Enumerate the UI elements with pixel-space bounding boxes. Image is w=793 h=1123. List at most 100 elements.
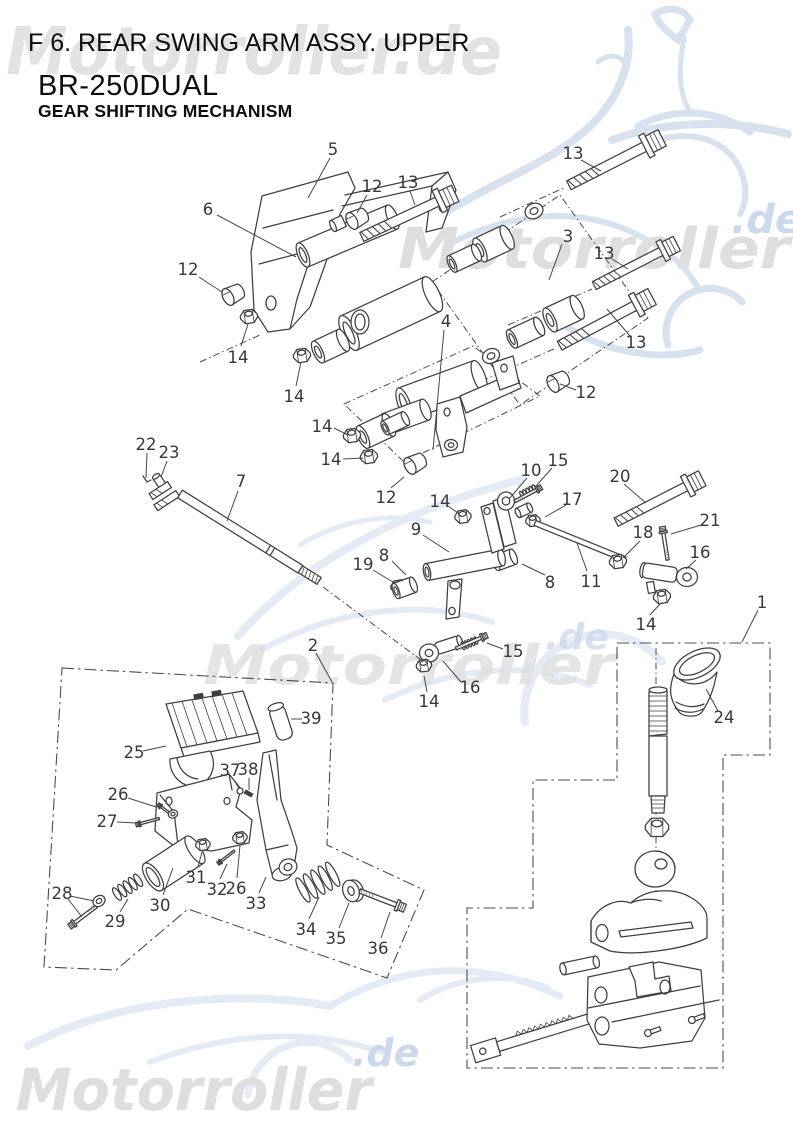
leader-line [508,477,528,500]
rubber-bushing [539,292,588,335]
leader-line [116,821,137,824]
leader-line [162,867,174,896]
bolt-28 [66,902,100,931]
leader-line [308,896,320,920]
part-callout-22: 22 [136,435,157,454]
leader-line [535,467,553,487]
dashed-box-2 [43,667,425,979]
part-callout-14: 14 [636,615,657,634]
part-callout-14: 14 [228,348,249,367]
part-callout-35: 35 [326,929,347,948]
leader-line [432,329,445,451]
part-callout-21: 21 [700,511,721,530]
part-callout-15: 15 [503,642,524,661]
header: F 6. REAR SWING ARM ASSY. UPPER BR-250DU… [28,29,469,121]
leader-line [258,876,267,894]
bolt-21 [658,525,672,561]
leader-line [160,460,168,478]
leader-line [622,540,641,559]
bushing-8 [389,575,420,601]
leader-line [198,276,223,293]
leader-line [685,559,697,570]
leader-line [409,190,416,206]
watermark-text-top: Motorroller.de [6,13,502,90]
watermark-text-bottom: Motorroller [16,1056,375,1123]
leader-line [342,457,364,460]
part-callout-10: 10 [521,461,542,480]
leader-line [606,308,631,337]
leader-line [486,642,504,650]
leader-line [356,194,368,214]
watermark-tld-bottom: .de [352,1031,419,1075]
part-callout-15: 15 [548,451,569,470]
nut-14 [453,508,473,525]
leader-line [521,563,546,576]
gear-lever-assembly [471,641,726,1062]
cap-12 [218,280,248,308]
leader-line [442,660,462,683]
part-callout-4: 4 [441,312,452,331]
dashed-box-1 [466,642,771,1069]
leader-line [236,844,241,879]
part-callout-12: 12 [376,488,397,507]
leader-line [670,524,702,535]
leader-line [197,851,203,868]
leader-line [649,603,661,616]
leader-line [219,863,228,880]
part-callout-12: 12 [576,383,597,402]
part-callout-8: 8 [545,573,556,592]
leader-line [127,797,157,808]
watermark-tld-mid2: .de [545,617,609,658]
leader-line [623,483,647,504]
leader-line [423,675,428,693]
leader-line [741,609,759,643]
part-callout-31: 31 [186,868,207,887]
leader-line [580,159,602,172]
spring-29 [110,872,145,903]
leader-line [559,383,577,391]
spring-34 [292,859,344,905]
part-callout-14: 14 [430,492,451,511]
leader-line [447,505,459,514]
shift-rod [143,472,422,661]
axis-line [199,333,263,363]
nut-14 [358,448,379,465]
part-callout-38: 38 [238,760,259,779]
part-callout-23: 23 [159,443,180,462]
bolt-36 [357,885,408,914]
part-callout-2: 2 [308,636,319,655]
leader-line [145,452,148,479]
leader-line [67,898,83,918]
watermark-text-mid2: Motorroller [203,634,619,697]
leader-line [705,688,719,712]
part-callout-14: 14 [312,417,333,436]
part-callout-13: 13 [594,244,615,263]
part-callout-20: 20 [610,467,631,486]
part-callout-27: 27 [97,812,118,831]
part-callout-36: 36 [368,939,389,958]
leader-line [576,542,588,572]
shift-linkage [389,467,709,619]
cap-12 [400,449,430,477]
part-callout-5: 5 [328,140,339,159]
page-title: F 6. REAR SWING ARM ASSY. UPPER [28,29,469,57]
exploded-view-art [43,125,771,1069]
part-callout-7: 7 [236,472,247,491]
leader-line [548,243,563,281]
part-callout-16: 16 [690,543,711,562]
leader-line [544,504,567,518]
swing-arm-lower [341,356,521,477]
leader-line [333,427,349,436]
part-callout-12: 12 [178,260,199,279]
leader-line [295,361,302,387]
part-callout-13: 13 [398,173,419,192]
part-callout-33: 33 [246,894,267,913]
nut-14 [291,347,312,364]
part-callout-14: 14 [284,387,305,406]
part-callout-17: 17 [562,490,583,509]
page-subtitle: GEAR SHIFTING MECHANISM [38,101,292,121]
leader-line [315,652,333,683]
leader-line [611,258,629,270]
